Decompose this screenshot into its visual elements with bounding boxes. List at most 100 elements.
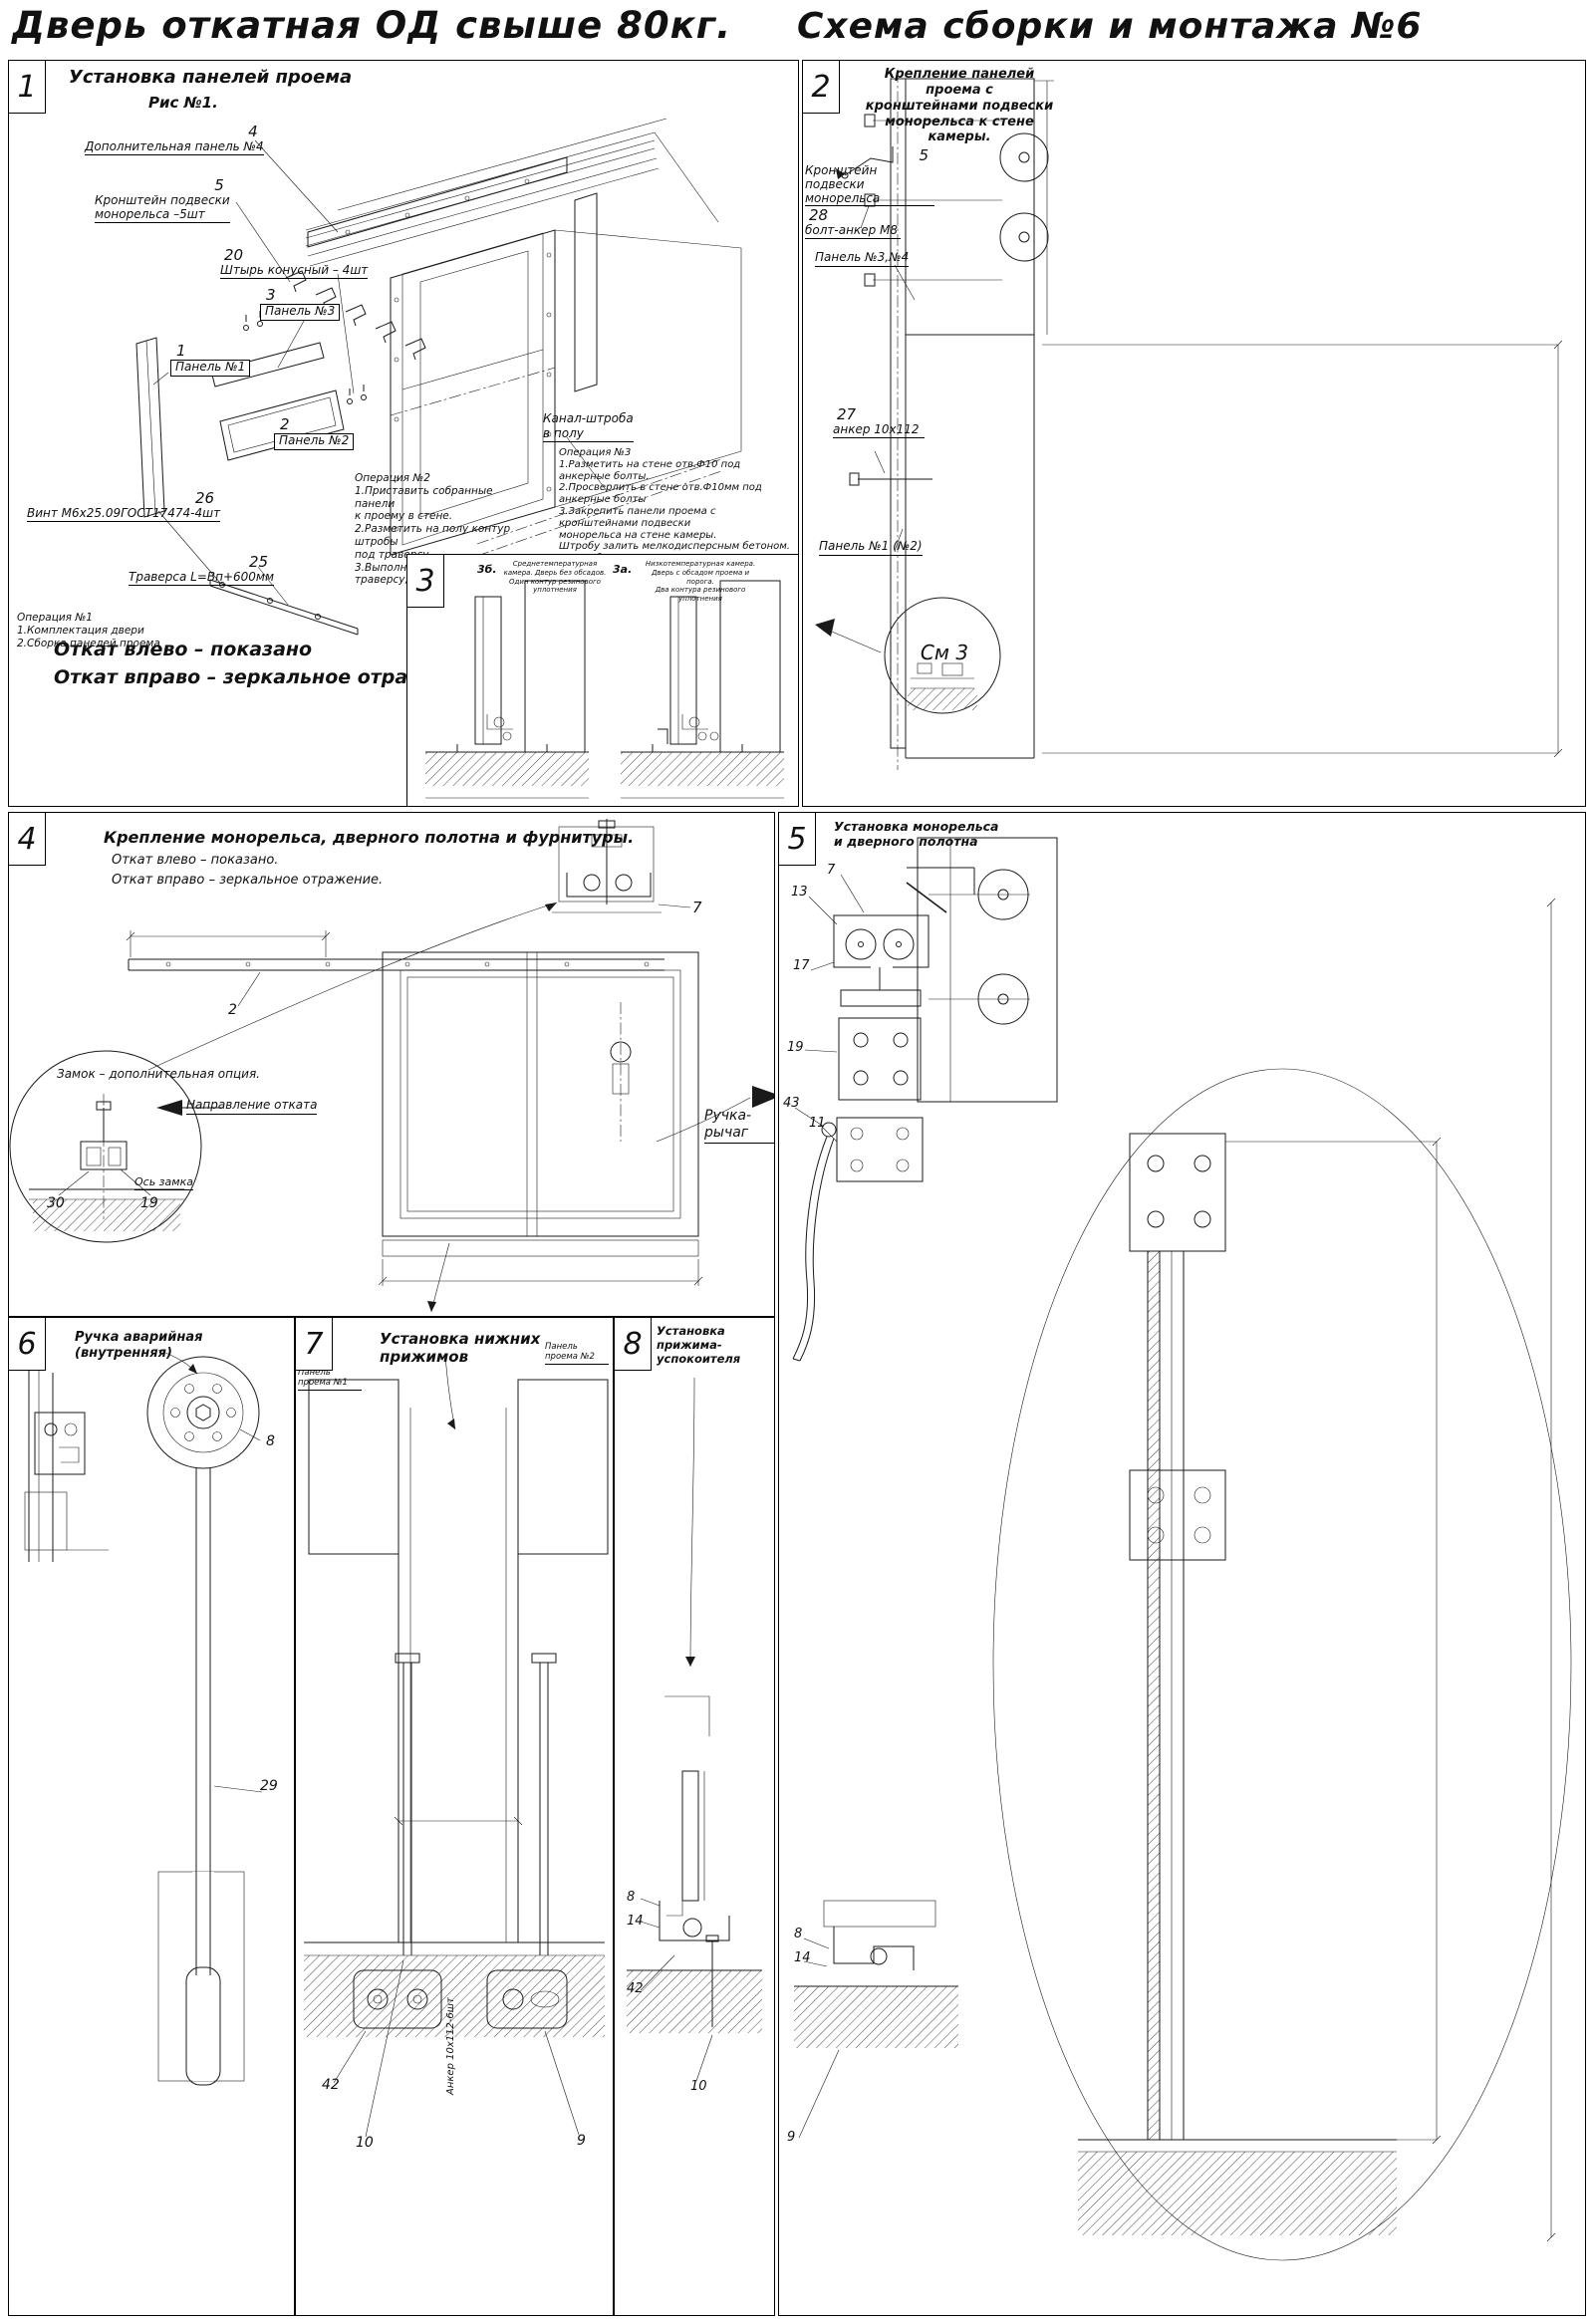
operation-3-note: Операция №3 1.Разметить на стене отв.Ф10… bbox=[559, 447, 790, 564]
panel-3: 3 3б. Среднетемпературная камера. Дверь … bbox=[406, 554, 799, 807]
callout-11: 11 bbox=[809, 1116, 826, 1131]
detail-3b-note: Среднетемпературная камера. Дверь без об… bbox=[503, 560, 607, 595]
panel-7-title: Установка нижних прижимов bbox=[380, 1330, 541, 1367]
callout-panel-1: 1 Панель №1 bbox=[170, 342, 251, 377]
callout-7: 7 bbox=[827, 863, 836, 878]
callout-17: 17 bbox=[793, 958, 810, 973]
operation-1-note: Операция №1 1.Комплектация двери 2.Сборк… bbox=[17, 612, 160, 649]
panels-1-2-label: Панель №1 (№2) bbox=[819, 539, 923, 556]
callout-14: 14 bbox=[627, 1914, 644, 1929]
callout-42: 42 bbox=[627, 1981, 644, 1996]
panel-1-drawing bbox=[135, 118, 742, 636]
callout-traverse: 25 Траверса L=Вп+600мм bbox=[129, 553, 275, 586]
callout-label: Винт М6х25.09ГОСТ17474-4шт bbox=[27, 506, 221, 522]
detail-3a-tag: 3а. bbox=[613, 563, 633, 576]
panel-2-number: 2 bbox=[802, 60, 840, 114]
callout-number: 28 bbox=[809, 206, 829, 224]
lock-option-note: Замок – дополнительная опция. bbox=[57, 1067, 260, 1081]
panels-3-4-label: Панель №3,№4 bbox=[815, 250, 910, 267]
sheet-title-right: Схема сборки и монтажа №6 bbox=[797, 6, 1423, 47]
callout-number: 1 bbox=[176, 342, 186, 360]
see-detail-3-label: См 3 bbox=[920, 641, 969, 664]
panel-4-drawing bbox=[9, 819, 774, 1313]
callout-8: 8 bbox=[794, 1927, 803, 1941]
lock-axis-label: Ось замка bbox=[134, 1175, 193, 1191]
panel-7: 7 Установка нижних прижимов Панель проем… bbox=[295, 1317, 614, 2316]
callout-bracket: 5 Кронштейн подвески монорельса bbox=[805, 146, 934, 207]
callout-anchor-bolt-m8: 28 болт-анкер М8 bbox=[805, 206, 901, 239]
callout-label: анкер 10х112 bbox=[833, 422, 925, 438]
panel-1: 1 Установка панелей проема Рис №1. bbox=[8, 60, 799, 807]
callout-42: 42 bbox=[322, 2077, 340, 2093]
panel-8-drawing bbox=[627, 1377, 762, 2082]
callout-7: 7 bbox=[692, 899, 702, 916]
lever-handle-label: Ручка-рычаг bbox=[704, 1108, 774, 1145]
panel-5-number: 5 bbox=[778, 812, 816, 866]
opening-panel-2-label: Панель проема №2 bbox=[545, 1342, 609, 1365]
callout-suspension-bracket: 5 Кронштейн подвески монорельса –5шт bbox=[95, 176, 230, 223]
callout-conical-pin: 20 Штырь конусный – 4шт bbox=[220, 246, 369, 279]
panel-1-title: Установка панелей проема bbox=[69, 67, 353, 88]
callout-number: 3 bbox=[266, 286, 276, 304]
callout-10: 10 bbox=[356, 2135, 374, 2151]
panel-4-note-2: Откат вправо – зеркальное отражение. bbox=[112, 873, 384, 888]
callout-number: 27 bbox=[837, 405, 857, 423]
opening-panel-1-label: Панель проема №1 bbox=[298, 1368, 362, 1391]
callout-19: 19 bbox=[787, 1040, 804, 1055]
panel-5-drawing bbox=[792, 837, 1572, 2261]
callout-number: 2 bbox=[280, 415, 290, 433]
slide-left-note: Откат влево – показано bbox=[54, 639, 313, 660]
panel-6: 6 Ручка аварийная (внутренняя) bbox=[8, 1317, 295, 2316]
panel-6-drawing bbox=[24, 1348, 263, 2086]
panel-8-number: 8 bbox=[614, 1317, 652, 1371]
panel-3-drawing bbox=[425, 580, 784, 799]
panel-1-number: 1 bbox=[8, 60, 46, 114]
detail-3a-note: Низкотемпературная камера. Дверь с обсад… bbox=[645, 560, 756, 603]
panel-5: 5 Установка монорельса и дверного полотн… bbox=[778, 812, 1586, 2316]
panel-6-title: Ручка аварийная (внутренняя) bbox=[75, 1330, 203, 1361]
callout-10: 10 bbox=[690, 2079, 707, 2094]
panel-2-title: Крепление панелей проема с кронштейнами … bbox=[865, 67, 1054, 145]
callout-8: 8 bbox=[266, 1433, 275, 1449]
panel-4-title: Крепление монорельса, дверного полотна и… bbox=[104, 828, 635, 847]
panel-2: 2 Крепление панелей проема с кронштейнам… bbox=[802, 60, 1586, 807]
panel-3-number: 3 bbox=[406, 554, 444, 608]
slide-direction-label: Направление отката bbox=[186, 1098, 318, 1115]
panel-4-note-1: Откат влево – показано. bbox=[112, 853, 279, 868]
panel-4-number: 4 bbox=[8, 812, 46, 866]
panel-8-title: Установка прижима-успокоителя bbox=[657, 1324, 741, 1367]
callout-number: 25 bbox=[248, 553, 269, 571]
callout-label: болт-анкер М8 bbox=[805, 223, 901, 239]
callout-label: Траверса L=Вп+600мм bbox=[129, 570, 275, 586]
panel-7-number: 7 bbox=[295, 1317, 333, 1371]
callout-13: 13 bbox=[791, 885, 808, 900]
panel-1-figure-label: Рис №1. bbox=[148, 94, 218, 112]
sheet-title-left: Дверь откатная ОД свыше 80кг. bbox=[12, 4, 732, 47]
callout-label: Дополнительная панель №4 bbox=[85, 139, 264, 155]
callout-anchor-10x112: 27 анкер 10х112 bbox=[833, 405, 925, 438]
anchor-spec-label: Анкер 10х112-6шт bbox=[445, 1997, 456, 2095]
panel-7-drawing bbox=[304, 1355, 609, 2138]
panel-5-title: Установка монорельса и дверного полотна bbox=[834, 819, 999, 850]
callout-30: 30 bbox=[47, 1195, 65, 1211]
callout-number: 5 bbox=[919, 146, 929, 164]
callout-screw: 26 Винт М6х25.09ГОСТ17474-4шт bbox=[27, 489, 221, 522]
callout-8: 8 bbox=[627, 1890, 636, 1905]
callout-9: 9 bbox=[787, 2130, 796, 2145]
floor-channel-label: Канал-штроба в полу bbox=[543, 411, 634, 443]
callout-number: 4 bbox=[248, 123, 258, 140]
callout-additional-panel: 4 Дополнительная панель №4 bbox=[85, 123, 264, 155]
callout-19: 19 bbox=[140, 1195, 158, 1211]
callout-14: 14 bbox=[794, 1950, 811, 1965]
panel-8: 8 Установка прижима-успокоителя bbox=[614, 1317, 775, 2316]
callout-43: 43 bbox=[783, 1096, 800, 1111]
callout-label: Кронштейн подвески монорельса bbox=[805, 163, 934, 207]
callout-panel-3: 3 Панель №3 bbox=[260, 286, 341, 321]
callout-number: 26 bbox=[194, 489, 215, 507]
low-temp-section bbox=[621, 580, 784, 799]
callout-label: Штырь конусный – 4шт bbox=[220, 263, 369, 279]
detail-3b-tag: 3б. bbox=[477, 563, 497, 576]
callout-panel-2: 2 Панель №2 bbox=[274, 415, 355, 450]
panel-6-number: 6 bbox=[8, 1317, 46, 1371]
